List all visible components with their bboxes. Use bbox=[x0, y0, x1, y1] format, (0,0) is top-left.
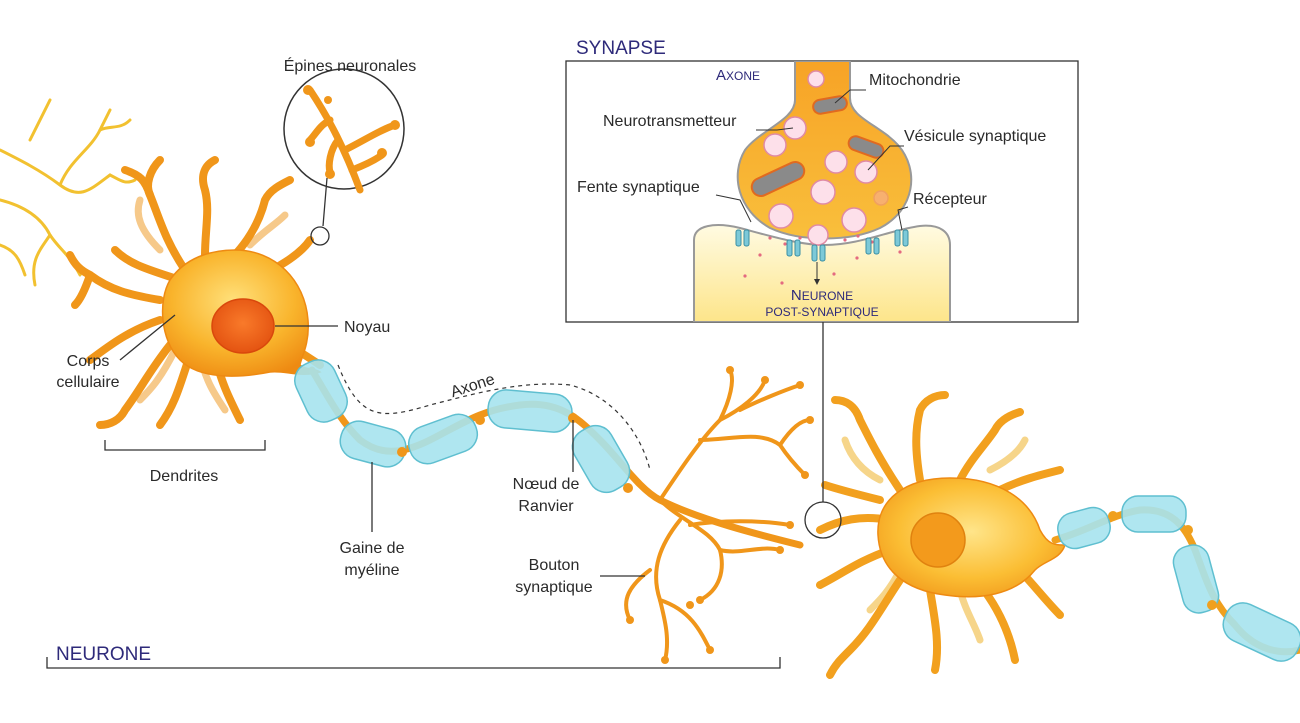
ranvier-nodes-2 bbox=[1108, 511, 1217, 610]
axon-terminal bbox=[624, 368, 812, 662]
label-noyau: Noyau bbox=[344, 319, 390, 336]
neuron-1 bbox=[66, 156, 324, 429]
neuron-2 bbox=[816, 391, 1067, 679]
ranvier-nodes bbox=[397, 413, 633, 493]
synapse-label-vesicule: Vésicule synaptique bbox=[904, 128, 1046, 145]
receptors bbox=[735, 229, 909, 262]
neuron-2-soma bbox=[877, 477, 1067, 598]
synapse-label-post: POST-SYNAPTIQUE bbox=[765, 305, 878, 319]
axon-dashed-guide bbox=[337, 364, 651, 471]
myelin-sheath-2 bbox=[1057, 495, 1300, 662]
neurotransmitters bbox=[743, 234, 902, 285]
leader-lines bbox=[46, 314, 781, 669]
synapse-label-neurone: NEURONE bbox=[791, 287, 853, 304]
synapse-title: SYNAPSE bbox=[576, 38, 666, 59]
myelin-sheath-1 bbox=[294, 359, 631, 494]
synapse-label-mitochondrie: Mitochondrie bbox=[869, 72, 961, 89]
label-gaine-line2: myéline bbox=[344, 562, 399, 579]
label-corps-line1: Corps bbox=[67, 353, 110, 370]
label-axone: Axone bbox=[449, 371, 497, 401]
label-bouton-line2: synaptique bbox=[515, 579, 592, 596]
synapse-inset bbox=[565, 60, 1079, 323]
label-dendrites: Dendrites bbox=[150, 468, 218, 485]
label-corps-line2: cellulaire bbox=[56, 374, 119, 391]
synapse-label-neurotransmetteur: Neurotransmetteur bbox=[603, 113, 737, 130]
label-epines: Épines neuronales bbox=[284, 56, 417, 75]
label-noeud-line2: Ranvier bbox=[518, 498, 574, 515]
labels: Épines neuronales Noyau Corps cellulaire… bbox=[56, 38, 1046, 665]
postsynaptic-neuron bbox=[693, 224, 951, 322]
label-bouton-line1: Bouton bbox=[529, 557, 580, 574]
label-gaine-line1: Gaine de bbox=[340, 540, 405, 557]
synapse-label-recepteur: Récepteur bbox=[913, 191, 987, 208]
terminal-buttons bbox=[626, 366, 814, 664]
synapse-zoom-marker bbox=[804, 322, 842, 539]
synapse-label-axone: AXONE bbox=[716, 67, 760, 84]
synaptic-vesicles bbox=[763, 70, 889, 246]
neuron-2-nucleus bbox=[910, 512, 966, 568]
label-noeud-line1: Nœud de bbox=[513, 476, 580, 493]
label-neurone-title: NEURONE bbox=[56, 644, 151, 665]
spines-zoom bbox=[283, 68, 405, 246]
neuron-1-nucleus bbox=[211, 298, 275, 354]
synapse-label-fente: Fente synaptique bbox=[577, 179, 700, 196]
